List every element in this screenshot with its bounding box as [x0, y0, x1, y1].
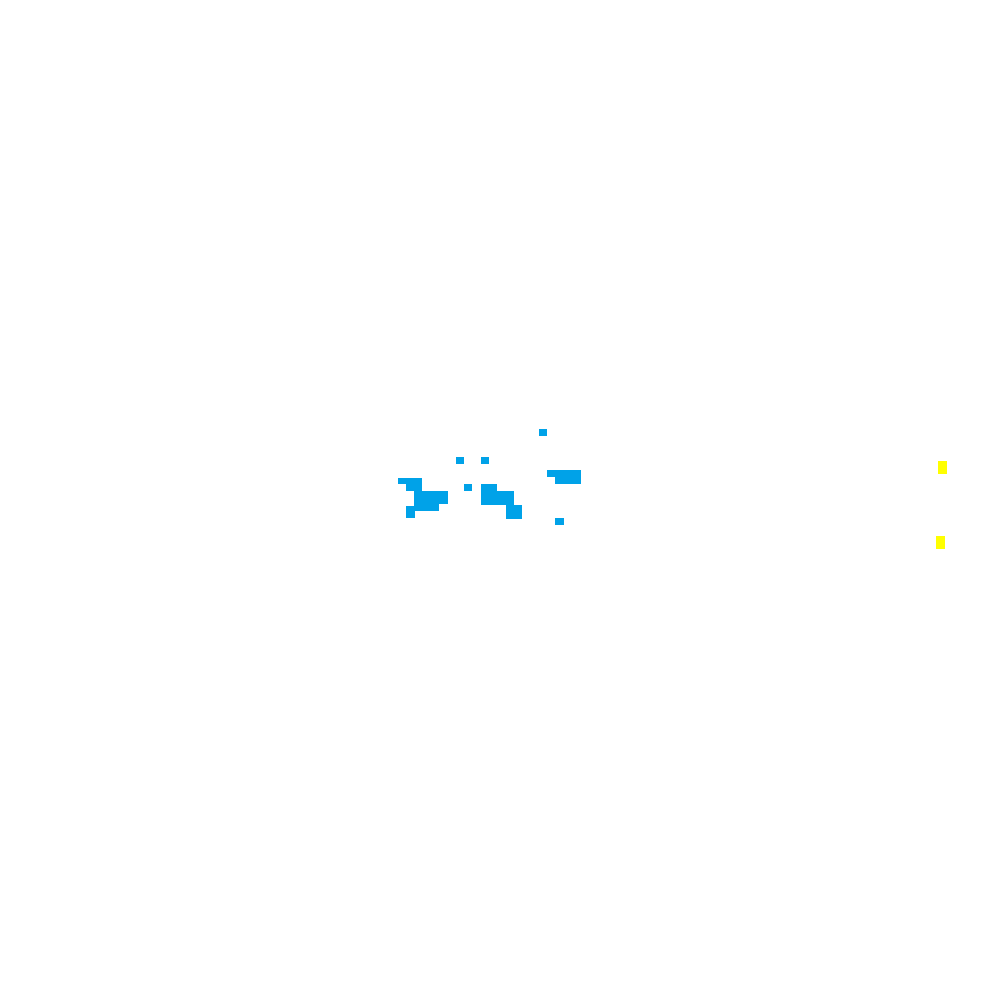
land-tile [506, 505, 522, 519]
land-tile [464, 484, 472, 491]
land-tile [481, 484, 497, 491]
land-tile [539, 429, 547, 436]
landmass-islet-b [456, 457, 464, 464]
land-tile [547, 470, 581, 477]
land-tile [398, 478, 412, 484]
landmass-island-west [398, 478, 448, 518]
landmass-island-east [547, 470, 581, 484]
land-tile [555, 518, 564, 525]
landmass-island-central [481, 484, 522, 519]
landmass-islet-d [464, 484, 472, 491]
land-tile [406, 478, 422, 491]
land-tile [414, 491, 431, 498]
land-tile [406, 506, 415, 518]
land-layer [398, 429, 581, 525]
land-tile [456, 457, 464, 464]
marker-tile[interactable] [938, 461, 947, 474]
landmass-islet-a [539, 429, 547, 436]
land-tile [481, 457, 489, 464]
land-tile [481, 491, 514, 505]
map-marker-marker-1[interactable] [938, 461, 947, 474]
land-tile [414, 498, 439, 511]
marker-layer [936, 461, 947, 549]
marker-tile[interactable] [936, 536, 945, 549]
landmass-islet-e [555, 518, 564, 525]
land-tile [555, 477, 581, 484]
map-marker-marker-2[interactable] [936, 536, 945, 549]
landmass-islet-c [481, 457, 489, 464]
